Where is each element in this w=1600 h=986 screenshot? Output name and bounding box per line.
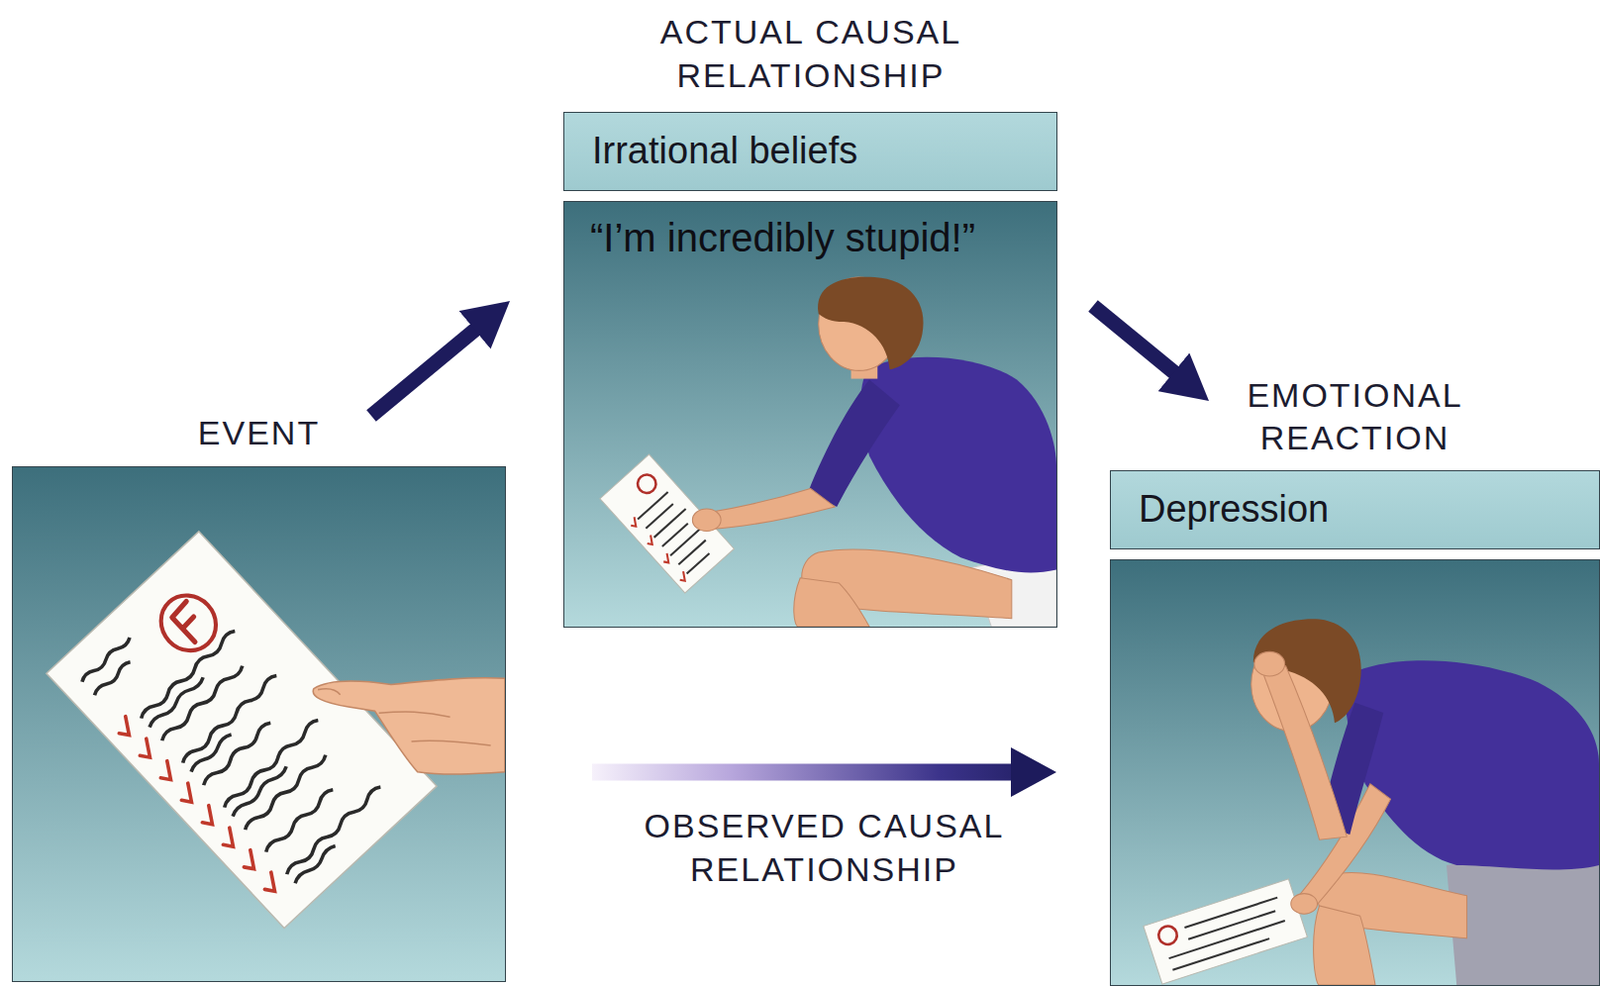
dropped-paper bbox=[1143, 879, 1308, 985]
hand bbox=[692, 508, 721, 532]
event-illustration bbox=[12, 467, 505, 982]
held-paper bbox=[600, 454, 734, 594]
header-band: Irrational beliefs bbox=[563, 111, 1058, 192]
check-marks bbox=[113, 715, 283, 896]
node-heading: EMOTIONAL REACTION bbox=[1206, 374, 1504, 459]
causal-arrow bbox=[592, 764, 1013, 782]
thought-text: “I’m incredibly stupid!” bbox=[564, 201, 1057, 262]
raised-forearm bbox=[1263, 666, 1347, 841]
hand-lines bbox=[317, 688, 492, 745]
node-heading: EVENT bbox=[110, 411, 408, 455]
causal-arrow bbox=[1093, 305, 1176, 374]
belief-illustration bbox=[564, 201, 1057, 627]
grade-circle bbox=[1156, 923, 1180, 947]
event-node: EVENT bbox=[11, 411, 506, 983]
shorts bbox=[1446, 859, 1600, 986]
causal-arrow bbox=[371, 328, 477, 416]
scribble bbox=[637, 491, 719, 575]
reaction-illustration bbox=[1110, 560, 1600, 986]
shin bbox=[1313, 905, 1376, 986]
sleeve bbox=[807, 380, 900, 507]
reaction-node: EMOTIONAL REACTION Depression bbox=[1109, 374, 1600, 986]
grade-circle bbox=[149, 584, 227, 662]
grade-circle bbox=[633, 471, 660, 498]
hand bbox=[312, 677, 505, 774]
paper-sheet bbox=[1143, 879, 1308, 985]
hand bbox=[1291, 894, 1318, 915]
grade-mark bbox=[170, 600, 210, 642]
hair bbox=[1253, 618, 1362, 723]
shirt bbox=[1344, 660, 1600, 870]
edge-label: OBSERVED CAUSAL RELATIONSHIP bbox=[606, 803, 1043, 892]
hand bbox=[1254, 651, 1286, 677]
illustration-panel bbox=[11, 466, 506, 983]
test-paper bbox=[46, 530, 437, 928]
header-band: Depression bbox=[1109, 470, 1600, 550]
scribble bbox=[1161, 898, 1290, 971]
paper-sheet bbox=[600, 454, 734, 594]
paper-sheet bbox=[46, 530, 437, 928]
band-title: Depression bbox=[1138, 488, 1329, 532]
forearm bbox=[708, 488, 835, 529]
scribble bbox=[139, 628, 392, 886]
shin bbox=[794, 578, 870, 627]
belief-node: Irrational beliefs “I’m incredibly stupi… bbox=[563, 111, 1058, 628]
illustration-panel bbox=[1109, 559, 1600, 986]
shirt bbox=[860, 357, 1057, 574]
relationship-label: ACTUAL CAUSAL RELATIONSHIP bbox=[642, 9, 980, 98]
illustration-panel: “I’m incredibly stupid!” bbox=[563, 200, 1058, 628]
band-title: Irrational beliefs bbox=[592, 129, 858, 174]
check-marks bbox=[627, 516, 689, 584]
scribble bbox=[80, 635, 144, 698]
hair bbox=[817, 277, 923, 371]
